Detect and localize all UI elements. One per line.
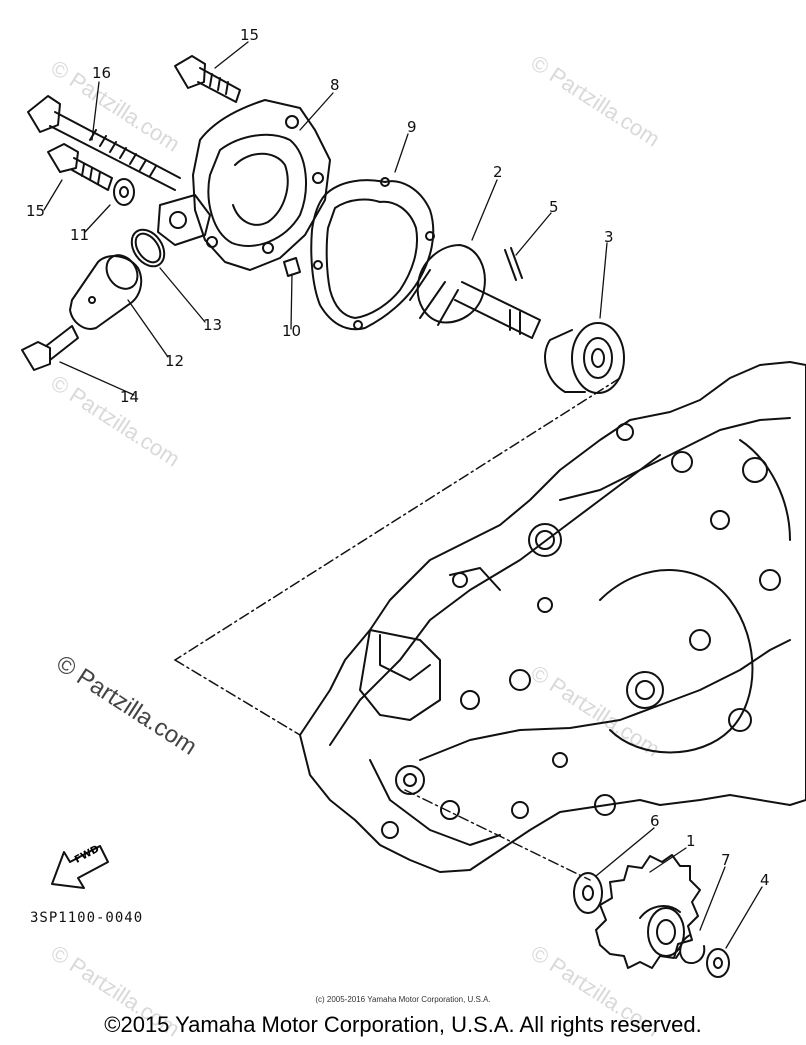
callout-7: 7: [721, 851, 731, 869]
part-code: 3SP1100-0040: [30, 910, 144, 926]
footer-copyright: ©2015 Yamaha Motor Corporation, U.S.A. A…: [104, 1012, 702, 1037]
hose-joint: [69, 254, 143, 330]
washer-small: [706, 948, 730, 978]
callout-3: 3: [604, 228, 614, 246]
callout-5: 5: [549, 198, 559, 216]
callout-8: 8: [330, 76, 340, 94]
callout-15: 15: [26, 202, 46, 220]
bolt-long: [27, 95, 181, 191]
washer: [113, 178, 135, 206]
drain-screw: [283, 257, 301, 277]
bolt-left: [47, 143, 113, 191]
callout-14: 14: [120, 388, 140, 406]
pin: [504, 247, 523, 281]
leader-lines: [43, 41, 763, 949]
callout-11: 11: [70, 226, 90, 244]
thrust-washer: [573, 872, 603, 914]
impeller-shaft: [409, 244, 541, 339]
callout-4: 4: [760, 871, 770, 889]
callout-2: 2: [493, 163, 503, 181]
small-copyright: (c) 2005-2016 Yamaha Motor Corporation, …: [315, 995, 491, 1004]
bearing: [544, 322, 625, 394]
callout-6: 6: [650, 812, 660, 830]
circlip: [675, 934, 706, 964]
callout-13: 13: [203, 316, 223, 334]
bolt-top: [174, 55, 241, 103]
fwd-arrow-icon: [51, 845, 109, 889]
callout-15: 15: [240, 26, 260, 44]
callout-10: 10: [282, 322, 302, 340]
o-ring: [130, 228, 166, 268]
gasket: [310, 177, 435, 331]
assembly-guide-lines: [174, 377, 621, 881]
pump-cover: [157, 99, 331, 271]
callout-12: 12: [165, 352, 185, 370]
bolt-lower: [21, 325, 79, 371]
callout-1: 1: [686, 832, 696, 850]
callout-16: 16: [92, 64, 112, 82]
drive-gear: [595, 854, 701, 969]
crankcase: [299, 361, 806, 873]
callout-9: 9: [407, 118, 417, 136]
